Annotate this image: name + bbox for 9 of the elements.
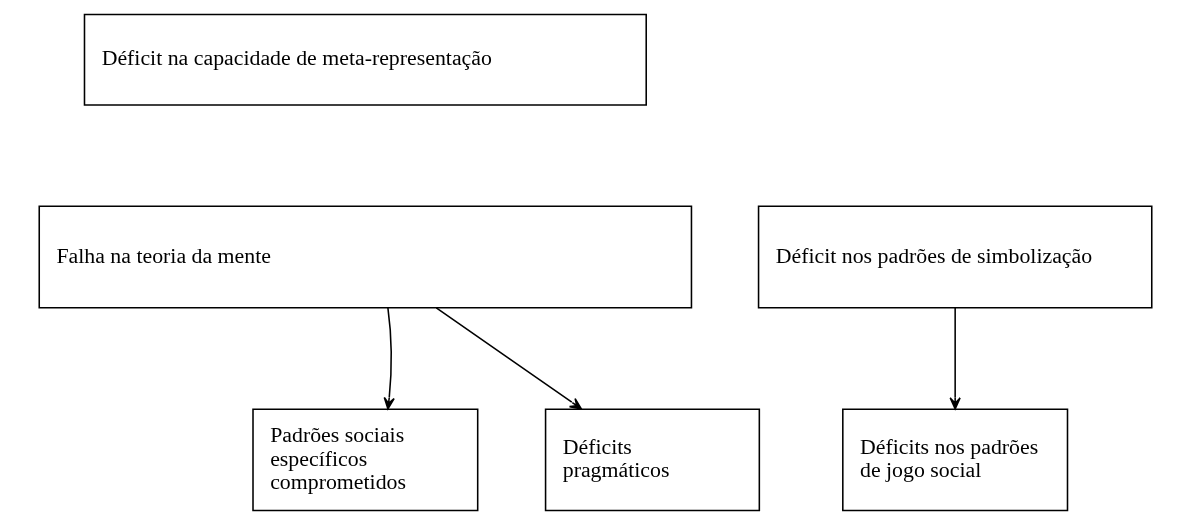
node-box: Déficit na capacidade de meta-representação <box>83 13 647 106</box>
node-box: Padrões sociais específicos comprometidos <box>251 408 478 512</box>
node-box: Déficits nos padrões de jogo social <box>841 408 1068 512</box>
arrow <box>435 307 582 410</box>
arrow <box>948 307 961 410</box>
arrow <box>383 307 395 410</box>
node-box: Falha na teoria da mente <box>37 205 692 309</box>
node-box: Déficits pragmáticos <box>544 408 760 512</box>
node-box: Déficit nos padrões de simbolização <box>757 205 1153 309</box>
